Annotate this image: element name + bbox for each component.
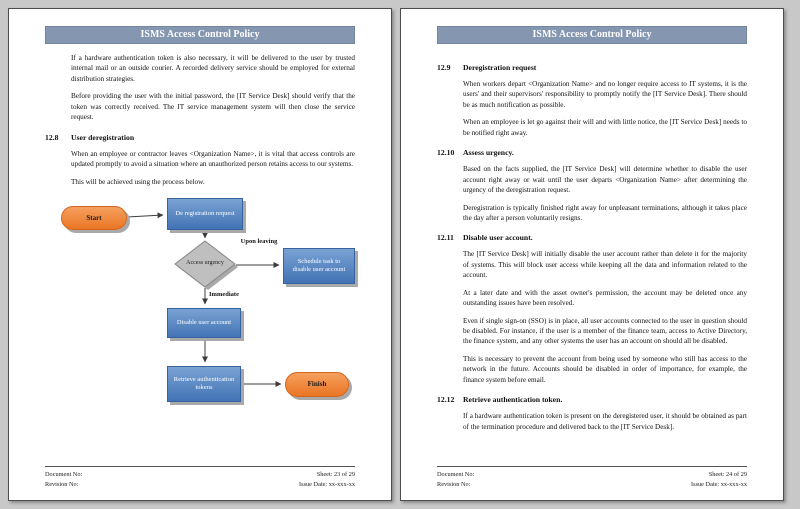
page-header-banner: ISMS Access Control Policy bbox=[45, 26, 355, 44]
paragraph: Even if single sign-on (SSO) is in place… bbox=[463, 316, 747, 346]
paragraph: This will be achieved using the process … bbox=[71, 177, 205, 186]
heading-number: 12.11 bbox=[437, 233, 454, 243]
heading-12-8: 12.8 User deregistration bbox=[45, 133, 355, 142]
paragraph: Before providing the user with the initi… bbox=[71, 92, 355, 122]
issue-date: Issue Date: xx-xxx-xx bbox=[691, 480, 747, 488]
heading-number: 12.8 bbox=[45, 132, 59, 142]
flowchart-process-retrieve-tokens: Retrieve authentication tokens bbox=[167, 365, 241, 402]
heading-number: 12.12 bbox=[437, 395, 455, 405]
deregistration-flowchart: Start De registration request Access urg… bbox=[45, 194, 357, 446]
revision-no-label: Revision No: bbox=[45, 480, 79, 488]
flowchart-finish-node: Finish bbox=[285, 371, 349, 397]
page-right: ISMS Access Control Policy 12.9 Deregist… bbox=[400, 8, 784, 501]
document-no-label: Document No: bbox=[45, 470, 83, 478]
page-left: ISMS Access Control Policy If a hardware… bbox=[8, 8, 392, 501]
flowchart-branch-label-immediate: Immediate bbox=[209, 290, 239, 298]
heading-title: Deregistration request bbox=[463, 63, 537, 72]
flowchart-process-deregistration-request: De registration request bbox=[167, 197, 243, 230]
page-content: If a hardware authentication token is al… bbox=[9, 44, 391, 446]
flowchart-connector-arrows bbox=[126, 212, 282, 387]
footer-right: Sheet: 24 of 29 Issue Date: xx-xxx-xx bbox=[691, 470, 747, 490]
page-content: 12.9 Deregistration request When workers… bbox=[401, 44, 783, 432]
flowchart-process-disable-account: Disable user account bbox=[167, 307, 241, 338]
heading-title: Assess urgency. bbox=[463, 148, 514, 158]
paragraph: Deregistration is typically finished rig… bbox=[463, 203, 747, 222]
paragraph: At a later date and with the asset owner… bbox=[463, 288, 747, 308]
footer-right: Sheet: 23 of 29 Issue Date: xx-xxx-xx bbox=[299, 470, 355, 490]
paragraph: When an employee or contractor leaves <O… bbox=[71, 149, 355, 169]
paragraph: If a hardware authentication token is pr… bbox=[463, 412, 747, 431]
heading-12-12: 12.12 Retrieve authentication token. bbox=[437, 395, 747, 404]
paragraph: The [IT Service Desk] will initially dis… bbox=[463, 250, 747, 280]
heading-title: Disable user account. bbox=[463, 233, 533, 243]
sheet-number: Sheet: 24 of 29 bbox=[708, 470, 747, 478]
document-no-label: Document No: bbox=[437, 470, 475, 478]
heading-12-9: 12.9 Deregistration request bbox=[437, 63, 747, 72]
page-header-banner: ISMS Access Control Policy bbox=[437, 26, 747, 44]
heading-number: 12.10 bbox=[437, 148, 455, 158]
sheet-number: Sheet: 23 of 29 bbox=[316, 470, 355, 478]
flowchart-branch-label-upon-leaving: Upon leaving bbox=[240, 237, 278, 245]
heading-12-10: 12.10 Assess urgency. bbox=[437, 148, 747, 157]
heading-12-11: 12.11 Disable user account. bbox=[437, 233, 747, 242]
flowchart-decision-access-urgency: Access urgency bbox=[186, 260, 224, 267]
revision-no-label: Revision No: bbox=[437, 480, 471, 488]
paragraph: Based on the facts supplied, the [IT Ser… bbox=[463, 165, 747, 195]
flowchart-process-schedule-task: Schedule task to disable user account bbox=[283, 247, 355, 284]
heading-number: 12.9 bbox=[437, 63, 451, 72]
heading-title: Retrieve authentication token. bbox=[463, 395, 563, 405]
paragraph: When workers depart <Organization Name> … bbox=[463, 80, 747, 109]
paragraph: If a hardware authentication token is al… bbox=[71, 54, 355, 83]
footer-left: Document No: Revision No: bbox=[437, 470, 474, 490]
page-footer: Document No: Revision No: Sheet: 24 of 2… bbox=[437, 465, 747, 490]
footer-left: Document No: Revision No: bbox=[45, 470, 82, 490]
flowchart-start-node: Start bbox=[61, 205, 127, 230]
heading-title: User deregistration bbox=[71, 132, 135, 142]
paragraph: When an employee is let go against their… bbox=[463, 118, 747, 137]
paragraph: This is necessary to prevent the account… bbox=[463, 354, 747, 384]
flowchart-decision-shape bbox=[174, 240, 238, 290]
issue-date: Issue Date: xx-xxx-xx bbox=[299, 480, 355, 488]
page-footer: Document No: Revision No: Sheet: 23 of 2… bbox=[45, 465, 355, 490]
